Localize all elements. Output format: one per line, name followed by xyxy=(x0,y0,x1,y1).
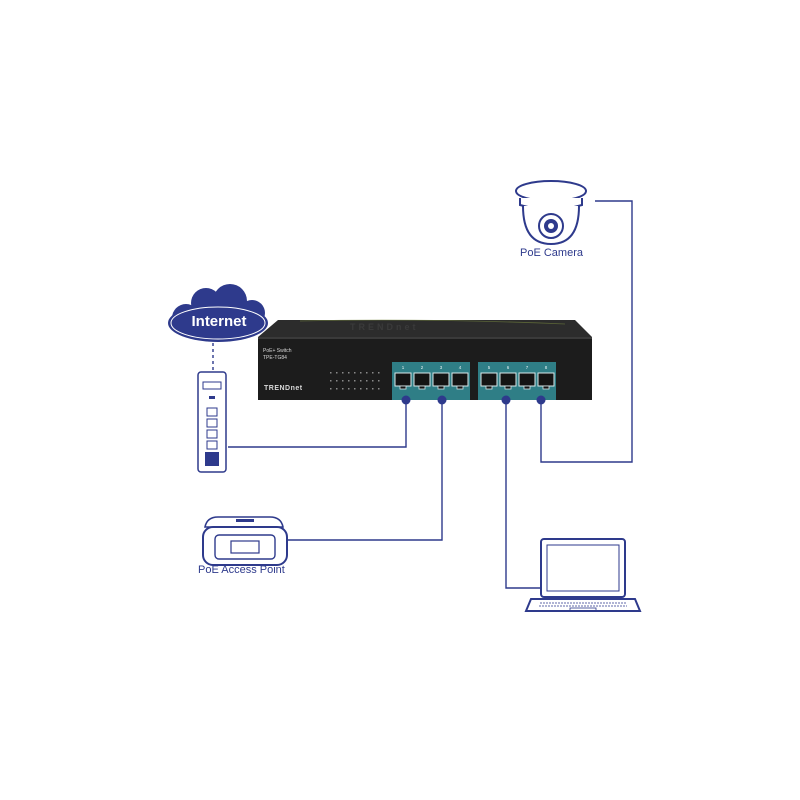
port-number-label: 4 xyxy=(459,365,462,370)
port-number-label: 8 xyxy=(545,365,548,370)
ethernet-port xyxy=(432,372,450,387)
ethernet-port-tab xyxy=(456,385,464,390)
ethernet-port-tab xyxy=(542,385,550,390)
port-number-label: 7 xyxy=(526,365,529,370)
port1-connector-dot xyxy=(401,395,411,405)
internet-label: Internet xyxy=(191,313,247,330)
ethernet-port-tab xyxy=(418,385,426,390)
port-number-label: 1 xyxy=(402,365,405,370)
ethernet-port-tab xyxy=(485,385,493,390)
port-number-label: 3 xyxy=(440,365,443,370)
port-number-label: 5 xyxy=(488,365,491,370)
ethernet-port xyxy=(413,372,431,387)
ethernet-port xyxy=(480,372,498,387)
poe-camera-label: PoE Camera xyxy=(520,247,583,259)
connection-lines xyxy=(212,200,633,589)
router-to-port1-line xyxy=(228,400,407,448)
ethernet-port xyxy=(537,372,555,387)
ethernet-port-tab xyxy=(399,385,407,390)
ethernet-port xyxy=(499,372,517,387)
port-number-label: 6 xyxy=(507,365,510,370)
ethernet-port-tab xyxy=(437,385,445,390)
cloud-icon xyxy=(168,284,268,342)
switch-model: TPE-TG84 xyxy=(263,355,287,361)
ethernet-port xyxy=(394,372,412,387)
switch-top-brand-logo: TRENDnet xyxy=(350,322,419,332)
switch-title: PoE+ Switch xyxy=(263,348,292,354)
port6-connector-dot xyxy=(536,395,546,405)
port5-connector-dot xyxy=(501,395,511,405)
ethernet-port xyxy=(451,372,469,387)
ethernet-port-tab xyxy=(504,385,512,390)
switch-brand-logo: TRENDnet xyxy=(264,385,303,392)
port2-connector-dot xyxy=(437,395,447,405)
port-number-label: 2 xyxy=(421,365,424,370)
router-icon xyxy=(197,371,227,473)
laptop-to-port5-line xyxy=(505,400,541,589)
network-switch-icon xyxy=(258,319,592,400)
ap-to-port2-line xyxy=(288,400,443,541)
connector-dots xyxy=(401,395,546,405)
poe-access-point-label: PoE Access Point xyxy=(198,564,285,576)
dome-camera-icon xyxy=(515,180,587,246)
ethernet-port-tab xyxy=(523,385,531,390)
camera-to-port6-line xyxy=(540,200,633,463)
ethernet-port xyxy=(518,372,536,387)
led-grid xyxy=(330,372,380,390)
access-point-icon xyxy=(202,516,288,566)
switch-ports: 1 2 3 4 5 6 7 8 xyxy=(394,365,555,390)
laptop-icon xyxy=(524,538,642,612)
